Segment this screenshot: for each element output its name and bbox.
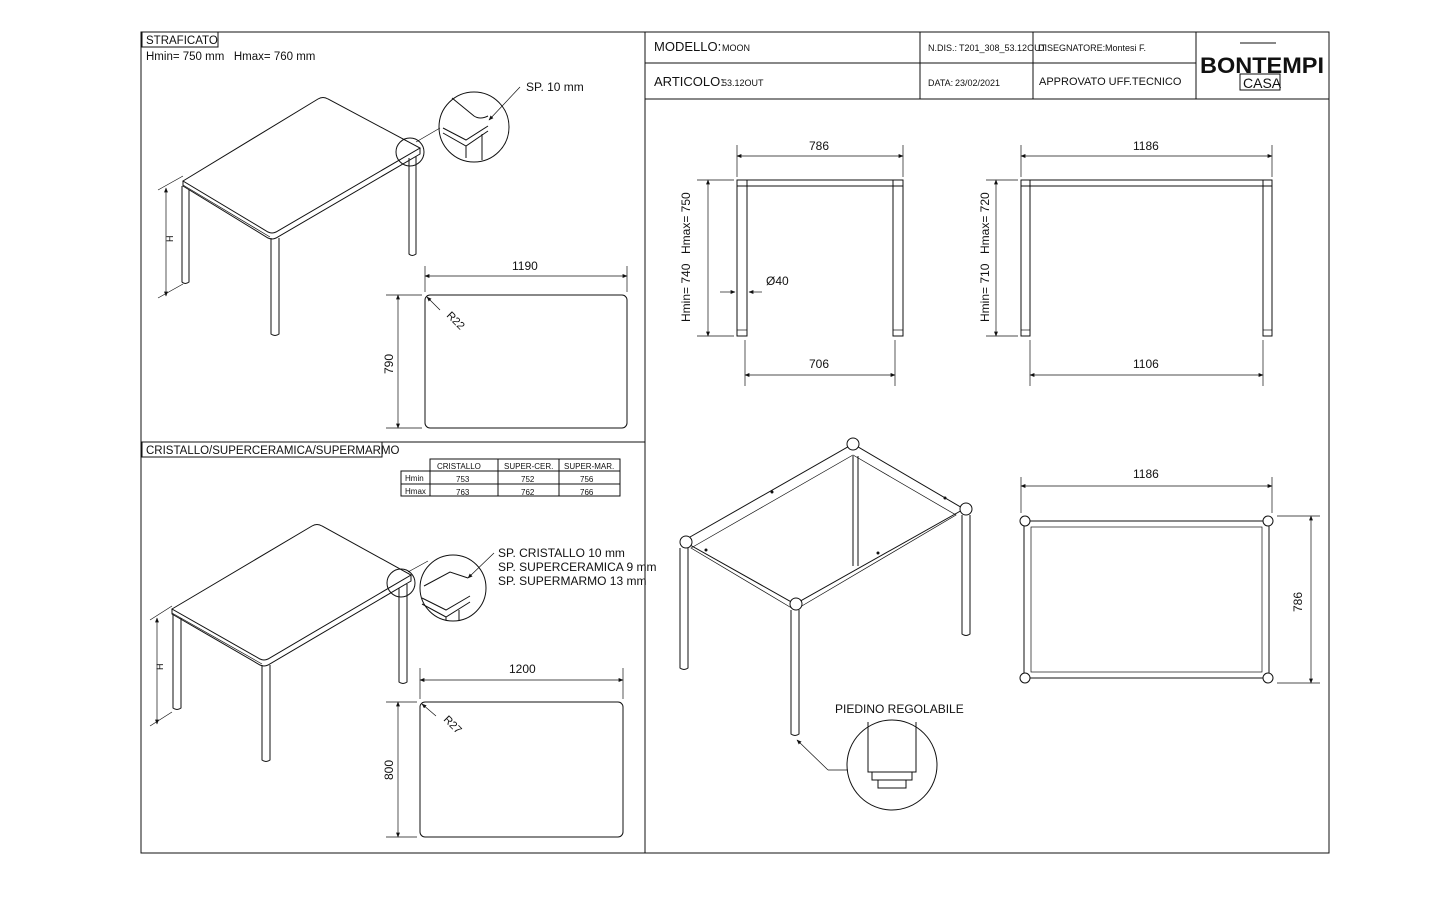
front-hmax: Hmax= 750: [679, 192, 693, 254]
panel-frame: 786 706 Hmax= 750 Hmin= 740 Ø40 1186: [679, 139, 1320, 811]
panel-title-cristallo: CRISTALLO/SUPERCERAMICA/SUPERMARMO: [146, 445, 400, 457]
frame-side-view: 1186 1106 Hmax= 720 Hmin= 710: [978, 139, 1273, 386]
logo-sub: CASA: [1243, 75, 1282, 91]
tabletop-plan-top: 1190 790 R22: [382, 259, 628, 429]
frame-iso-view: [679, 437, 973, 736]
th-cristallo: CRISTALLO: [437, 462, 481, 471]
cell-hmin-superceramica: 752: [521, 475, 535, 484]
ndis-value: T201_308_53.12OUT: [959, 43, 1047, 53]
cell-hmax-cristallo: 763: [456, 488, 470, 497]
panel-straficato: STRAFICATO Hmin= 750 mm Hmax= 760 mm H: [141, 31, 628, 429]
side-hmax: Hmax= 720: [978, 192, 992, 254]
width-1200: 1200: [509, 662, 536, 676]
row-label-hmin: Hmin: [405, 474, 424, 483]
panel-title-straficato: STRAFICATO: [146, 35, 218, 47]
front-width-786: 786: [809, 139, 829, 153]
plan-depth-786: 786: [1291, 592, 1305, 612]
bontempi-logo: BONTEMPI CASA: [1200, 42, 1324, 91]
thickness-superceramica: SP. SUPERCERAMICA 9 mm: [498, 560, 656, 574]
h-label-bottom: H: [155, 664, 165, 671]
width-1190: 1190: [512, 259, 538, 273]
modello-label: MODELLO:: [654, 39, 721, 54]
depth-790: 790: [382, 354, 396, 374]
edge-detail-bottom: SP. CRISTALLO 10 mm SP. SUPERCERAMICA 9 …: [419, 546, 656, 622]
cell-hmax-superceramica: 762: [521, 488, 535, 497]
cell-hmin-cristallo: 753: [456, 475, 470, 484]
approvato-label: APPROVATO UFF.TECNICO: [1039, 76, 1182, 88]
side-width-1186: 1186: [1133, 139, 1159, 153]
ndis-label: N.DIS.:: [928, 43, 957, 53]
table-iso-view: H: [157, 97, 441, 336]
row-label-hmax: Hmax: [405, 487, 426, 496]
h-label-top: H: [165, 236, 175, 243]
radius-r22: R22: [444, 310, 467, 333]
foot-label: PIEDINO REGOLABILE: [835, 702, 964, 716]
edge-detail-top: SP. 10 mm: [438, 80, 584, 163]
cell-hmin-supermarmo: 756: [580, 475, 594, 484]
th-superceramica: SUPER-CER.: [504, 462, 553, 471]
leg-diameter: Ø40: [766, 274, 789, 288]
data-value: 23/02/2021: [955, 78, 1000, 88]
cell-hmax-supermarmo: 766: [580, 488, 594, 497]
table-iso-view-2: H: [149, 524, 429, 762]
plan-width-1186: 1186: [1133, 467, 1159, 481]
articolo-label: ARTICOLO:: [654, 74, 724, 89]
front-width-706: 706: [809, 357, 829, 371]
radius-r27: R27: [441, 714, 464, 737]
modello-value: MOON: [722, 43, 750, 53]
height-table: CRISTALLO SUPER-CER. SUPER-MAR. Hmin 753…: [400, 458, 621, 497]
frame-plan-view: 1186 786: [1019, 467, 1320, 684]
height-spec: Hmin= 750 mm Hmax= 760 mm: [146, 51, 315, 63]
frame-front-view: 786 706 Hmax= 750 Hmin= 740 Ø40: [679, 139, 904, 386]
panel-cristallo: CRISTALLO/SUPERCERAMICA/SUPERMARMO CRIST…: [141, 441, 656, 838]
thickness-label: SP. 10 mm: [526, 80, 584, 94]
adjustable-foot-detail: PIEDINO REGOLABILE: [796, 702, 964, 811]
disegnatore-value: Montesi F.: [1105, 43, 1146, 53]
title-block: MODELLO: MOON ARTICOLO: 53.12OUT N.DIS.:…: [645, 32, 1329, 100]
th-supermarmo: SUPER-MAR.: [564, 462, 614, 471]
side-width-1106: 1106: [1133, 357, 1159, 371]
side-hmin: Hmin= 710: [978, 263, 992, 322]
depth-800: 800: [382, 760, 396, 780]
tabletop-plan-bottom: 1200 800 R27: [382, 662, 624, 838]
disegnatore-label: DISEGNATORE:: [1038, 43, 1105, 53]
front-hmin: Hmin= 740: [679, 263, 693, 322]
thickness-supermarmo: SP. SUPERMARMO 13 mm: [498, 574, 646, 588]
articolo-value: 53.12OUT: [722, 78, 764, 88]
data-label: DATA:: [928, 78, 953, 88]
thickness-cristallo: SP. CRISTALLO 10 mm: [498, 546, 625, 560]
